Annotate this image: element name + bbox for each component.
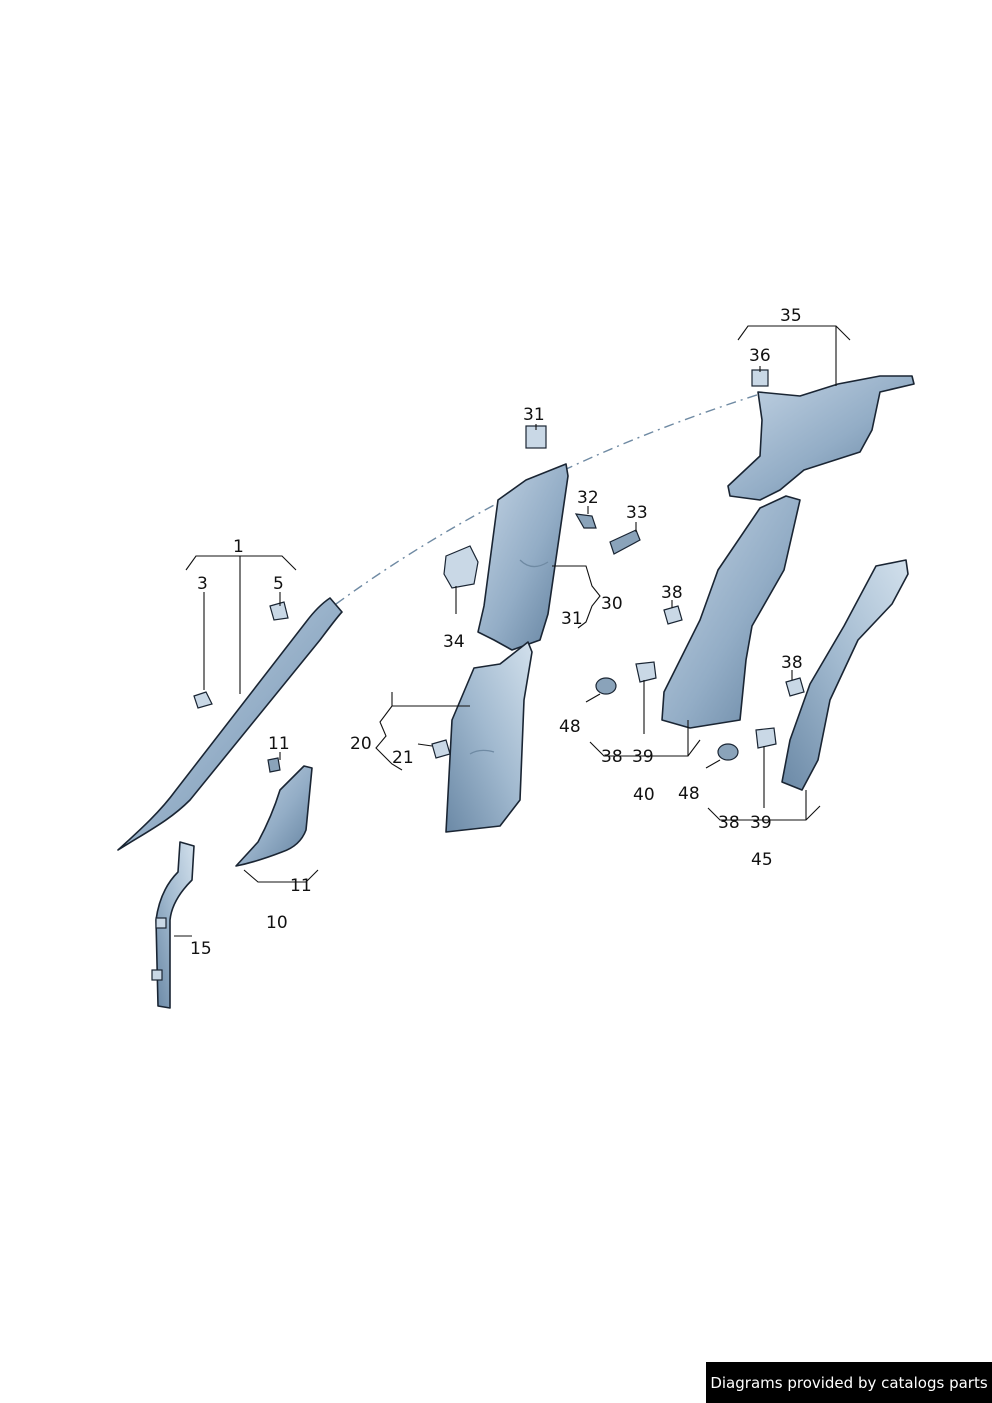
clip-39b [755, 727, 777, 749]
callout-10: 10 [266, 913, 288, 933]
callout-45: 45 [751, 850, 773, 870]
callout-36: 36 [749, 346, 771, 366]
bolt-32 [574, 513, 597, 529]
callout-38-right: 38 [781, 653, 803, 673]
clip-36 [751, 369, 769, 387]
callout-31-top: 31 [523, 405, 545, 425]
leader-48b [705, 759, 721, 769]
bracket-20 [375, 692, 470, 771]
callout-48-left: 48 [559, 717, 581, 737]
callout-15: 15 [190, 939, 212, 959]
bracket-34 [443, 545, 479, 589]
callout-30: 30 [601, 594, 623, 614]
credit-text: Diagrams provided by catalogs parts [710, 1373, 988, 1392]
b-lower-hint [469, 749, 495, 755]
clip-3 [193, 691, 213, 709]
callout-48-right: 48 [678, 784, 700, 804]
callout-11b: 11 [290, 876, 312, 896]
b-pillar-lower [445, 641, 533, 833]
bracket-10 [243, 869, 319, 883]
clip-15a [155, 917, 167, 929]
clip-38a [663, 605, 683, 625]
c-pillar-mid-40 [661, 495, 801, 729]
bracket-45 [707, 790, 821, 821]
callout-31-side: 31 [561, 609, 583, 629]
callout-34: 34 [443, 632, 465, 652]
lower-trim-15 [155, 841, 195, 1009]
clip-15b [151, 969, 163, 981]
callout-35: 35 [780, 306, 802, 326]
seatbelt-slot [519, 559, 549, 568]
clip-39a [635, 661, 657, 683]
clip-21 [431, 739, 451, 759]
c-pillar-lower-45 [781, 559, 909, 791]
clip-5 [269, 601, 289, 621]
callout-39-left: 39 [632, 747, 654, 767]
screw-11 [267, 757, 281, 773]
credit-banner: Diagrams provided by catalogs parts [706, 1362, 992, 1403]
bracket-30 [552, 565, 601, 629]
airbag-badge-33 [609, 529, 641, 555]
c-pillar-upper-35 [727, 375, 915, 501]
callout-11a: 11 [268, 734, 290, 754]
leader-48a [585, 693, 601, 703]
callout-21: 21 [392, 748, 414, 768]
callout-32: 32 [577, 488, 599, 508]
clip-38b [785, 677, 805, 697]
callout-3: 3 [197, 574, 208, 594]
callout-38-upper: 38 [661, 583, 683, 603]
bracket-40 [589, 720, 701, 757]
callout-39-bottom: 39 [750, 813, 772, 833]
nut-48b [717, 743, 739, 761]
callout-1: 1 [233, 537, 244, 557]
callout-38-left: 38 [601, 747, 623, 767]
callout-40: 40 [633, 785, 655, 805]
nut-48a [595, 677, 617, 695]
leader-21 [417, 743, 433, 747]
b-pillar-upper [477, 463, 569, 651]
footwell-trim-10 [235, 765, 313, 867]
bracket-1 [185, 555, 297, 571]
bracket-35 [737, 325, 851, 386]
a-pillar-trim [117, 597, 343, 851]
callout-33: 33 [626, 503, 648, 523]
callout-5: 5 [273, 574, 284, 594]
callout-38-bottom: 38 [718, 813, 740, 833]
callout-20: 20 [350, 734, 372, 754]
